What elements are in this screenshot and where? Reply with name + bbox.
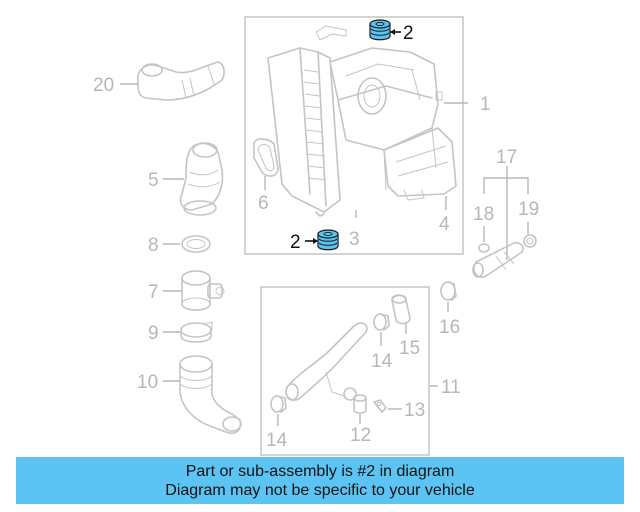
callout-10[interactable]: 10 (137, 372, 158, 393)
group-17-bracket (483, 166, 529, 260)
part-5-elbow-hose[interactable] (179, 142, 224, 216)
part-17-pipe-assembly[interactable] (472, 241, 524, 278)
part-1-air-cleaner-housing[interactable] (329, 47, 443, 191)
callout-14-lower[interactable]: 14 (266, 430, 288, 451)
callout-17[interactable]: 17 (496, 147, 517, 168)
callout-15[interactable]: 15 (399, 338, 420, 359)
callout-14-upper[interactable]: 14 (371, 351, 393, 372)
callout-7[interactable]: 7 (148, 282, 159, 303)
callout-4[interactable]: 4 (439, 214, 450, 235)
callout-13[interactable]: 13 (404, 400, 425, 421)
air-cleaner-assembly-box (244, 16, 464, 255)
part-14-clamp-upper[interactable] (373, 313, 390, 331)
banner-line-2: Diagram may not be specific to your vehi… (165, 481, 475, 499)
callout-12[interactable]: 12 (350, 425, 371, 446)
callout-20[interactable]: 20 (93, 75, 114, 96)
part-16-clamp[interactable] (440, 281, 457, 301)
part-4-bracket[interactable] (383, 127, 457, 201)
part-2-grommet-bottom[interactable] (317, 229, 339, 251)
part-12-cap[interactable] (353, 394, 367, 414)
callout-2-bottom[interactable]: 2 (290, 232, 301, 253)
callout-19[interactable]: 19 (518, 199, 539, 220)
callout-11[interactable]: 11 (441, 377, 461, 398)
callout-5[interactable]: 5 (148, 170, 159, 191)
banner-line-1: Part or sub-assembly is #2 in diagram (185, 462, 455, 480)
part-7-airflow-meter[interactable] (181, 270, 225, 311)
part-19-cap[interactable] (523, 234, 537, 248)
top-bracket (315, 25, 347, 41)
part-15-short-hose[interactable] (391, 294, 411, 325)
callout-3[interactable]: 3 (349, 229, 360, 250)
part-18-o-ring[interactable] (478, 243, 490, 253)
callout-2-top[interactable]: 2 (403, 23, 414, 44)
callout-1[interactable]: 1 (480, 94, 491, 115)
part-9-hose-clamp[interactable] (180, 321, 213, 343)
part-20-intake-tube[interactable] (136, 61, 225, 101)
part-14-clamp-lower[interactable] (270, 395, 287, 413)
callout-18[interactable]: 18 (473, 204, 494, 225)
intake-duct-assembly-box (260, 286, 430, 456)
info-banner: Part or sub-assembly is #2 in diagram Di… (16, 457, 624, 504)
part-10-bellows-hose[interactable] (179, 355, 242, 435)
callout-8[interactable]: 8 (148, 235, 159, 256)
leader-2b-arrow (313, 238, 318, 244)
part-8-seal[interactable] (181, 235, 211, 253)
part-3-air-filter[interactable] (267, 47, 341, 217)
part-11-intake-duct[interactable] (285, 322, 368, 401)
part-13-clip[interactable] (373, 399, 387, 413)
part-6-gasket[interactable] (253, 138, 279, 177)
callout-16[interactable]: 16 (439, 317, 460, 338)
leader-2a-arrow (390, 29, 395, 35)
callout-9[interactable]: 9 (148, 323, 159, 344)
part-2-grommet-top[interactable] (369, 19, 391, 41)
callout-6[interactable]: 6 (258, 193, 269, 214)
